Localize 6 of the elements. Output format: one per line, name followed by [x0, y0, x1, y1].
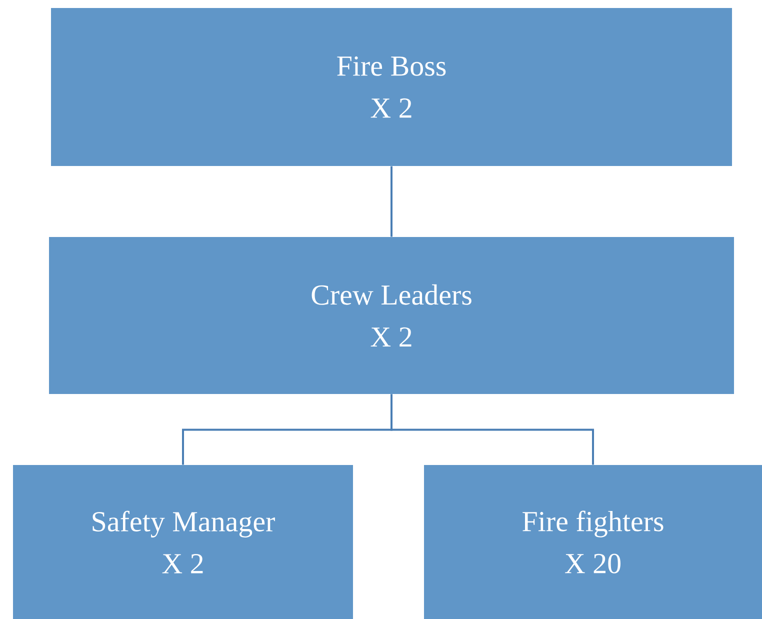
org-box: Crew Leaders X 2	[49, 237, 734, 394]
org-box: Safety Manager X 2	[13, 465, 353, 619]
connector-line	[390, 166, 392, 237]
connector-line	[390, 394, 594, 465]
org-box: Fire Boss X 2	[51, 8, 732, 166]
org-box: Fire fighters X 20	[424, 465, 762, 619]
